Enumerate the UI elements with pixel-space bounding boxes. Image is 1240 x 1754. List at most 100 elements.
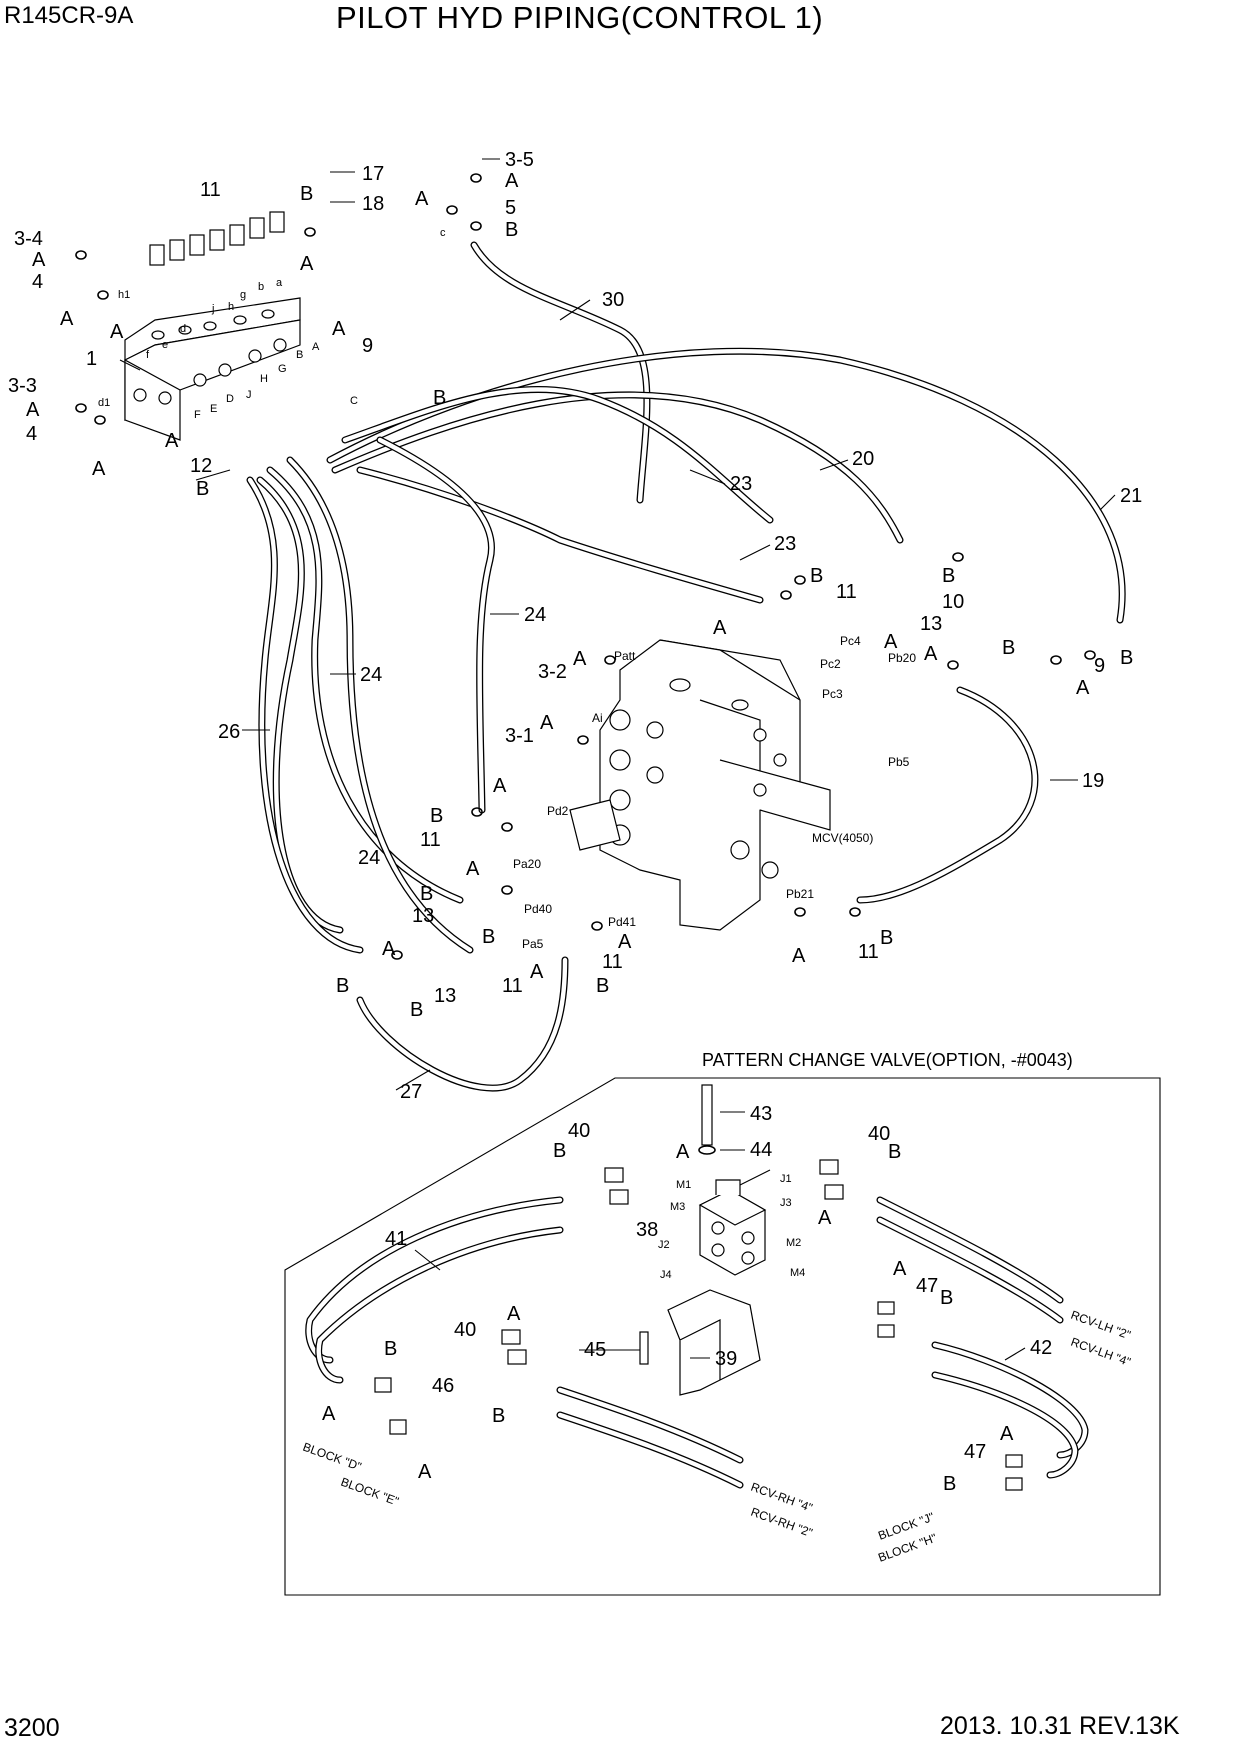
svg-text:j: j	[211, 303, 214, 315]
svg-text:42: 42	[1030, 1337, 1052, 1359]
svg-text:43: 43	[750, 1103, 772, 1125]
callouts-main: 11 B 17 18 A 3-5 A 5 B 3-4 A 4 A A A 1 A…	[8, 149, 1142, 1103]
svg-text:B: B	[196, 478, 209, 500]
page-number: 3200	[4, 1714, 60, 1742]
svg-text:B: B	[596, 975, 609, 997]
svg-text:h1: h1	[118, 289, 130, 301]
svg-text:g: g	[240, 289, 246, 301]
svg-text:17: 17	[362, 163, 384, 185]
svg-text:5: 5	[505, 197, 516, 219]
svg-text:26: 26	[218, 721, 240, 743]
svg-text:J3: J3	[780, 1197, 792, 1209]
svg-text:Pc2: Pc2	[820, 657, 841, 671]
svg-text:19: 19	[1082, 770, 1104, 792]
svg-text:27: 27	[400, 1081, 422, 1103]
svg-text:A: A	[415, 188, 429, 210]
svg-text:24: 24	[358, 847, 380, 869]
svg-text:H: H	[260, 373, 268, 385]
svg-text:A: A	[573, 648, 587, 670]
svg-text:13: 13	[434, 985, 456, 1007]
svg-text:12: 12	[190, 455, 212, 477]
svg-text:B: B	[482, 926, 495, 948]
svg-text:A: A	[418, 1461, 432, 1483]
svg-text:3-1: 3-1	[505, 725, 534, 747]
svg-text:A: A	[618, 931, 632, 953]
svg-text:A: A	[792, 945, 806, 967]
svg-text:23: 23	[774, 533, 796, 555]
svg-text:Pb20: Pb20	[888, 651, 916, 665]
svg-text:J1: J1	[780, 1173, 792, 1185]
svg-text:A: A	[507, 1303, 521, 1325]
revision-date: 2013. 10.31 REV.13K	[940, 1712, 1180, 1740]
svg-text:F: F	[194, 409, 201, 421]
svg-text:J: J	[246, 389, 252, 401]
svg-text:h: h	[228, 301, 234, 313]
svg-text:E: E	[210, 403, 217, 415]
svg-text:B: B	[505, 219, 518, 241]
svg-text:Pa20: Pa20	[513, 857, 541, 871]
hose-24-c	[286, 456, 474, 954]
svg-text:d: d	[180, 323, 186, 335]
svg-text:B: B	[300, 183, 313, 205]
svg-text:M3: M3	[670, 1201, 685, 1213]
svg-text:Pd40: Pd40	[524, 902, 552, 916]
svg-text:3-3: 3-3	[8, 375, 37, 397]
hose-30	[470, 241, 651, 504]
hose-27	[356, 956, 569, 1092]
svg-text:24: 24	[360, 664, 382, 686]
svg-text:13: 13	[920, 613, 942, 635]
svg-text:Pc4: Pc4	[840, 634, 861, 648]
svg-text:A: A	[26, 399, 40, 421]
svg-text:B: B	[410, 999, 423, 1021]
svg-text:Pa5: Pa5	[522, 937, 544, 951]
svg-text:A: A	[1000, 1423, 1014, 1445]
svg-text:B: B	[1002, 637, 1015, 659]
svg-text:3-4: 3-4	[14, 228, 43, 250]
svg-text:40: 40	[868, 1123, 890, 1145]
hose-23-upper	[341, 385, 774, 524]
svg-text:A: A	[540, 712, 554, 734]
svg-text:11: 11	[502, 975, 523, 997]
svg-text:30: 30	[602, 289, 624, 311]
svg-text:20: 20	[852, 448, 874, 470]
svg-text:A: A	[60, 308, 74, 330]
svg-text:B: B	[430, 805, 443, 827]
svg-text:B: B	[943, 1473, 956, 1495]
svg-text:D: D	[226, 393, 234, 405]
elbow-fittings-11	[149, 211, 285, 266]
svg-text:B: B	[420, 883, 433, 905]
svg-text:Patt: Patt	[614, 649, 636, 663]
svg-text:d1: d1	[98, 397, 110, 409]
hose-20	[331, 391, 904, 544]
svg-text:A: A	[884, 631, 898, 653]
svg-text:e: e	[162, 339, 168, 351]
svg-text:46: 46	[432, 1375, 454, 1397]
svg-text:A: A	[466, 858, 480, 880]
svg-text:A: A	[818, 1207, 832, 1229]
svg-text:B: B	[942, 565, 955, 587]
svg-text:A: A	[382, 938, 396, 960]
svg-text:24: 24	[524, 604, 546, 626]
svg-text:11: 11	[420, 829, 441, 851]
svg-text:B: B	[296, 349, 303, 361]
svg-text:B: B	[433, 387, 446, 409]
svg-text:B: B	[810, 565, 823, 587]
svg-text:39: 39	[715, 1348, 737, 1370]
svg-text:9: 9	[362, 335, 373, 357]
leader-lines-main	[119, 158, 1116, 1091]
svg-text:A: A	[924, 643, 938, 665]
svg-text:B: B	[940, 1287, 953, 1309]
svg-text:23: 23	[730, 473, 752, 495]
svg-text:41: 41	[385, 1228, 407, 1250]
svg-text:21: 21	[1120, 485, 1142, 507]
svg-text:J2: J2	[658, 1239, 670, 1251]
svg-text:B: B	[384, 1338, 397, 1360]
mcv-port-labels: Patt Ai Pc4 Pc2 Pc3 Pb20 Pb5 Pd2 Pa20 Pd…	[513, 634, 916, 951]
pattern-change-inset: PATTERN CHANGE VALVE(OPTION, -#0043)	[284, 1050, 1161, 1596]
svg-text:A: A	[312, 341, 320, 353]
svg-text:11: 11	[602, 951, 623, 973]
block-port-labels: a b g j h d e f h1 B A G H J D E F d1 C	[98, 277, 358, 421]
svg-text:a: a	[276, 277, 283, 289]
svg-text:B: B	[880, 927, 893, 949]
